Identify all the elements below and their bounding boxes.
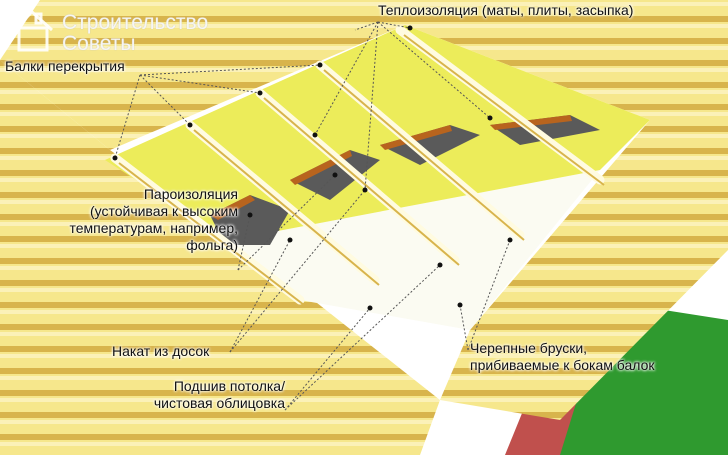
- floor-beams-edge: [118, 34, 605, 306]
- right-log-wall: [440, 110, 728, 420]
- insulation-layer: [105, 25, 650, 240]
- vapor-line: (устойчивая к высоким: [89, 203, 238, 219]
- back-log-wall: [0, 0, 728, 150]
- vapor-line: температурам, например,: [69, 220, 238, 236]
- ceiling-line: Подшив потолка/: [173, 378, 285, 394]
- ceiling-line: чистовая облицовка: [153, 395, 285, 411]
- site-logo: Строительство Советы: [62, 12, 208, 54]
- vapor-line: Пароизоляция: [143, 186, 238, 202]
- label-boards: Накат из досок: [112, 343, 210, 359]
- cranial-line: прибиваемые к бокам балок: [470, 357, 655, 373]
- cranial-line: Черепные бруски,: [470, 340, 588, 356]
- label-ceiling-lining: Подшив потолка/ чистовая облицовка: [154, 378, 285, 412]
- logo-house-icon: [12, 9, 54, 52]
- leader-dots: [112, 25, 513, 311]
- label-cranial-bars: Черепные бруски, прибиваемые к бокам бал…: [470, 340, 655, 374]
- vapor-line: фольга): [186, 237, 238, 253]
- logo-line1: Строительство: [62, 11, 209, 34]
- label-beams: Балки перекрытия: [5, 58, 125, 74]
- floor-beams: [110, 25, 605, 305]
- ceiling-front-white: [230, 170, 600, 330]
- leader-lines: [114, 21, 511, 411]
- logo-line2: Советы: [62, 32, 136, 55]
- label-vapor-barrier: Пароизоляция (устойчивая к высоким темпе…: [70, 186, 238, 254]
- label-insulation: Теплоизоляция (маты, плиты, засыпка): [378, 2, 634, 18]
